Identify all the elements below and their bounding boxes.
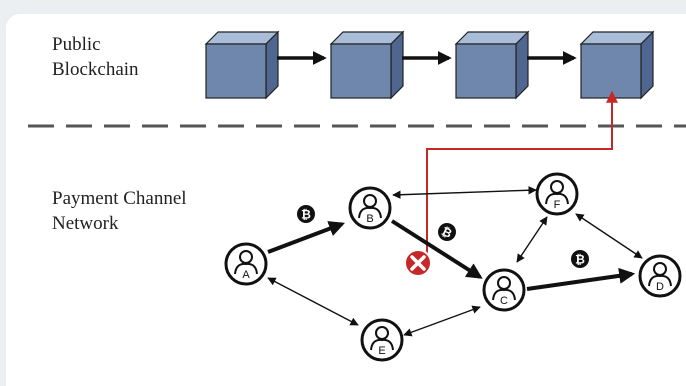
- node-label: F: [554, 199, 561, 211]
- payment-channel-network-label-line2: Network: [52, 213, 119, 234]
- node-label: E: [378, 345, 385, 357]
- channel-f-d: [575, 213, 643, 259]
- payment-b-c: [390, 219, 483, 279]
- user-icon: [648, 262, 672, 287]
- node-label: A: [242, 269, 250, 281]
- node-b: B: [348, 186, 392, 230]
- node-f: F: [535, 172, 579, 216]
- block-2: [329, 30, 405, 100]
- block-3: [454, 30, 530, 100]
- bitcoin-icon: ₿: [438, 223, 456, 241]
- user-icon: [234, 250, 258, 275]
- bitcoin-icon: ₿: [297, 205, 315, 223]
- block-1: [204, 30, 280, 100]
- svg-text:₿: ₿: [575, 253, 585, 267]
- node-d: D: [638, 254, 682, 298]
- payment-channel-network-label-line1: Payment Channel: [52, 188, 187, 209]
- channel-links: [267, 186, 643, 337]
- network-nodes: A B C D E F: [224, 172, 682, 362]
- node-label: C: [500, 295, 508, 307]
- coins: ₿ ₿ ₿: [297, 205, 589, 268]
- public-blockchain-label-line2: Blockchain: [52, 59, 139, 80]
- user-icon: [492, 276, 516, 301]
- bitcoin-icon: ₿: [571, 250, 589, 268]
- payment-links: [267, 219, 636, 291]
- public-blockchain-label-line1: Public: [52, 34, 101, 55]
- node-a: A: [224, 242, 268, 286]
- node-c: C: [482, 268, 526, 312]
- payment-channel-diagram: Public Blockchain Payment Channel Networ…: [28, 30, 686, 362]
- channel-f-c: [516, 216, 548, 263]
- svg-text:₿: ₿: [301, 208, 311, 222]
- blockchain-blocks: [204, 30, 655, 100]
- user-icon: [370, 326, 394, 351]
- onchain-settlement-path: [426, 90, 618, 254]
- user-icon: [358, 194, 382, 219]
- diagram-card: Public Blockchain Payment Channel Networ…: [6, 14, 686, 386]
- failure-x-icon: [404, 249, 432, 277]
- node-label: B: [366, 213, 373, 225]
- channel-a-e: [267, 277, 359, 326]
- channel-b-f: [392, 186, 537, 199]
- block-4: [579, 30, 655, 100]
- user-icon: [545, 180, 569, 205]
- payment-c-d: [526, 267, 636, 291]
- payment-a-b: [267, 221, 345, 254]
- channel-e-c: [403, 305, 481, 337]
- node-e: E: [360, 318, 404, 362]
- node-label: D: [656, 281, 664, 293]
